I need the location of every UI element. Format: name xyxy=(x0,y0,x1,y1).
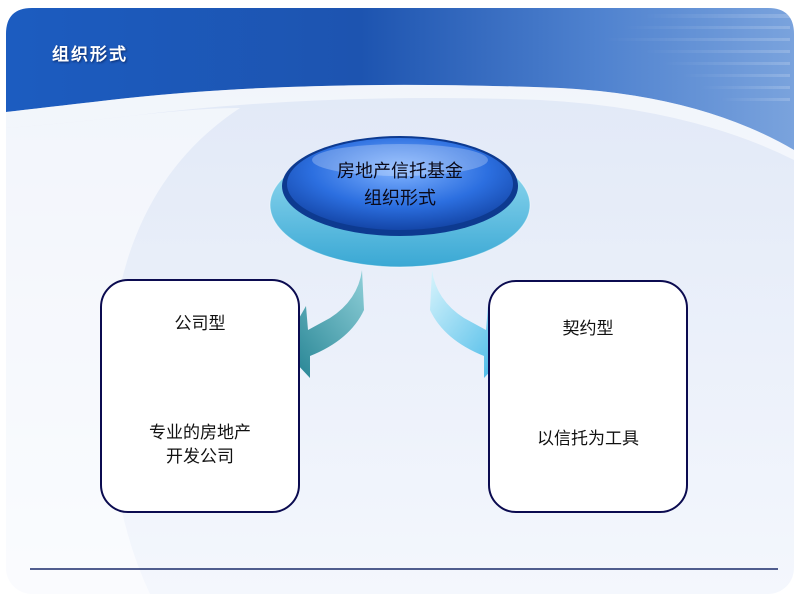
slide-title: 组织形式 xyxy=(52,45,128,65)
left-box: 公司型 专业的房地产 开发公司 xyxy=(100,279,300,513)
center-node-label: 房地产信托基金 组织形式 xyxy=(300,158,500,212)
header-sheen xyxy=(6,84,794,160)
right-box-body: 以信托为工具 xyxy=(537,429,639,449)
left-box-heading: 公司型 xyxy=(174,314,226,334)
header-stripes xyxy=(600,14,790,101)
right-box: 契约型 以信托为工具 xyxy=(488,280,688,513)
header-band xyxy=(6,8,794,150)
left-box-body-line2: 开发公司 xyxy=(166,447,234,467)
right-box-heading: 契约型 xyxy=(562,319,614,339)
left-box-body-line1: 专业的房地产 xyxy=(149,423,251,443)
left-box-body: 专业的房地产 开发公司 xyxy=(102,421,298,469)
center-label-line1: 房地产信托基金 xyxy=(337,161,463,182)
center-label-line2: 组织形式 xyxy=(364,188,436,209)
body-arc xyxy=(6,108,240,594)
center-oval xyxy=(287,138,513,230)
